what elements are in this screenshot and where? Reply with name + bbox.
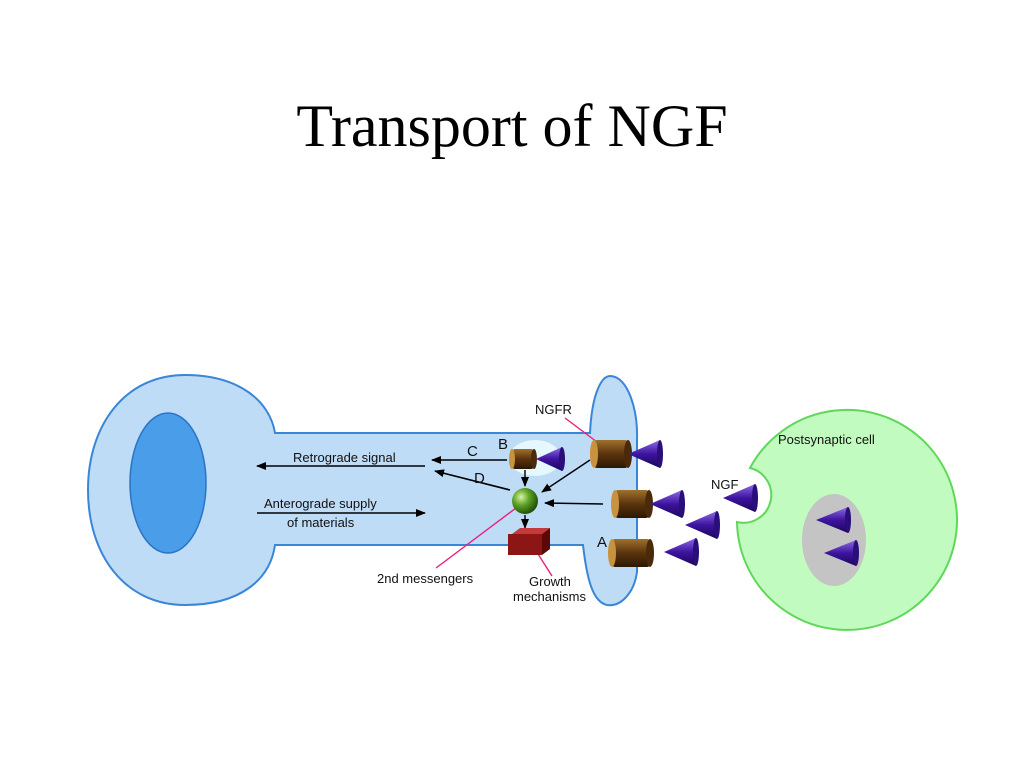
label-c: C xyxy=(467,443,478,460)
ngf-molecule-stored-1 xyxy=(816,507,851,533)
second-messenger-sphere xyxy=(512,488,538,514)
ngf-molecule-free-2 xyxy=(685,511,720,539)
ngf-label: NGF xyxy=(711,477,739,492)
ngf-molecule xyxy=(650,490,682,518)
ngf-molecule xyxy=(536,447,562,471)
slide-title: Transport of NGF xyxy=(296,93,728,159)
anterograde-supply-label: Anterograde supply xyxy=(264,496,377,511)
arrow-receptor-2 xyxy=(544,499,604,508)
receptor-middle xyxy=(611,490,685,518)
ngf-molecule-free-1 xyxy=(664,538,699,566)
ngfr-label: NGFR xyxy=(535,402,572,417)
ngf-molecule xyxy=(628,440,660,468)
label-b: B xyxy=(498,436,508,453)
receptor-ngfr-top xyxy=(590,440,663,468)
postsynaptic-cell-label: Postsynaptic cell xyxy=(778,432,875,447)
second-messenger-pointer-line xyxy=(435,504,521,569)
label-a: A xyxy=(597,534,607,551)
growth-pointer-line xyxy=(537,553,553,577)
growth-mechanisms-block xyxy=(508,528,550,555)
ngf-vesicle xyxy=(802,494,866,586)
second-messengers-label: 2nd messengers xyxy=(377,571,474,586)
label-d: D xyxy=(474,470,485,487)
mechanisms-label: mechanisms xyxy=(513,589,586,604)
neuron-cell xyxy=(86,373,639,607)
receptor-b xyxy=(509,447,565,471)
ngf-molecule-free-3 xyxy=(723,484,758,512)
arrow-receptor-1 xyxy=(541,459,591,493)
anterograde-materials-label: of materials xyxy=(287,515,355,530)
nucleus xyxy=(129,412,207,554)
ngf-molecule-stored-2 xyxy=(824,540,859,566)
receptor-a xyxy=(608,539,654,567)
retrograde-signal-label: Retrograde signal xyxy=(293,450,396,465)
arrow-d xyxy=(434,469,511,491)
growth-label: Growth xyxy=(529,574,571,589)
